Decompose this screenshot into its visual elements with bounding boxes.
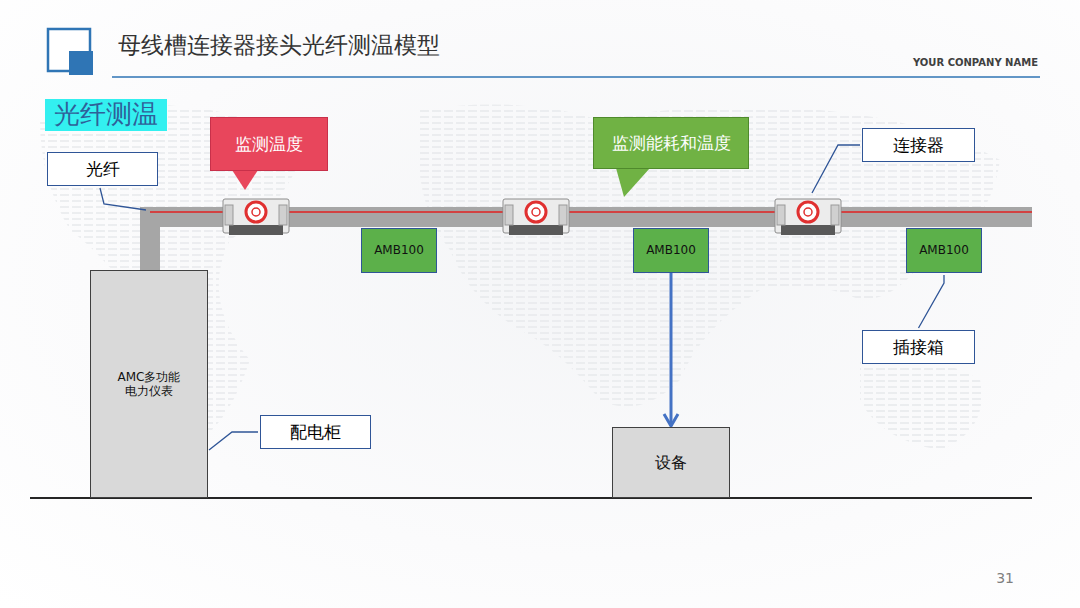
callout-box: 监测能耗和温度 (593, 117, 749, 169)
page-number: 31 (996, 570, 1014, 586)
callout-pointer (616, 168, 650, 197)
node-text: 监测温度 (235, 134, 303, 154)
leader-line (812, 145, 860, 193)
arrow-connector (670, 273, 673, 426)
leader-line (100, 188, 146, 210)
node-text: AMB100 (646, 243, 696, 257)
callout-box: 监测温度 (210, 117, 328, 171)
callout-pointer (232, 170, 258, 190)
node-text: 设备 (655, 453, 687, 472)
node-text: 光纤 (86, 159, 120, 179)
distribution-cabinet: AMC多功能 电力仪表 (90, 270, 208, 498)
node-text: 配电柜 (290, 422, 341, 442)
slide-title: 母线槽连接器接头光纤测温模型 (118, 30, 440, 61)
connector-icon (223, 199, 289, 235)
callout-label: 光纤 (47, 152, 158, 186)
connector-icon (503, 199, 569, 235)
section-heading: 光纤测温 (45, 99, 167, 131)
callout-label: 配电柜 (260, 415, 371, 449)
leader-connector (919, 275, 945, 328)
equipment-box: 设备 (612, 427, 730, 498)
node-text: 连接器 (893, 135, 944, 155)
plug-box-meter: AMB100 (633, 228, 709, 273)
plug-box-meter: AMB100 (361, 228, 437, 273)
node-text: AMB100 (374, 243, 424, 257)
busbar-riser (140, 207, 160, 271)
callout-label: 连接器 (862, 128, 975, 162)
company-name: YOUR CONPANY NAME (913, 57, 1038, 68)
node-text: AMB100 (919, 243, 969, 257)
connector-icon (775, 199, 841, 235)
node-text: AMC多功能 电力仪表 (114, 370, 184, 399)
callout-label: 插接箱 (862, 330, 975, 364)
title-rule (112, 76, 1040, 78)
logo-square (69, 51, 93, 75)
node-text: 光纤测温 (54, 99, 158, 130)
plug-box-meter: AMB100 (906, 228, 982, 273)
leader-connector (209, 432, 258, 450)
node-text: 监测能耗和温度 (612, 133, 731, 153)
node-text: 插接箱 (893, 337, 944, 357)
